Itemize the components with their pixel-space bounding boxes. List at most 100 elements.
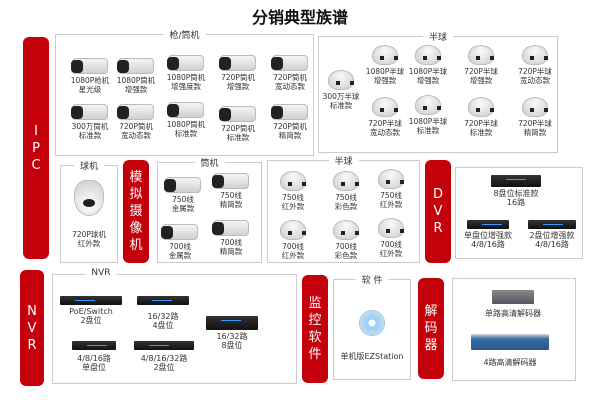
category-label: 软 xyxy=(308,330,322,345)
category-label: 监 xyxy=(308,296,322,311)
product-label: 1080P筒机 增强款 xyxy=(116,76,156,94)
bullet-camera-icon xyxy=(271,55,308,71)
category-label: R xyxy=(433,221,443,236)
product-item: 单盘位增强款 4/8/16路 xyxy=(453,220,523,249)
category-dvr: D V R xyxy=(425,160,451,263)
bullet-camera-icon xyxy=(219,55,256,71)
dome-camera-icon xyxy=(372,45,398,65)
dvr-device-icon xyxy=(467,220,509,229)
product-label: 16/32路 8盘位 xyxy=(216,332,248,350)
product-label: 700线 金属款 xyxy=(168,242,192,260)
category-label: 器 xyxy=(424,338,438,353)
product-label: 720P筒机 增强款 xyxy=(221,73,255,91)
product-item: 700线 彩色款 xyxy=(318,220,374,260)
category-label: 模 xyxy=(129,170,143,185)
group-software: 软 件 xyxy=(333,273,411,380)
category-label: P xyxy=(32,140,40,156)
group-label: 软 件 xyxy=(355,273,389,286)
group-label: 球机 xyxy=(73,159,105,172)
product-label: 1080P半球 增强款 xyxy=(365,67,405,85)
product-label: 4路高清解码器 xyxy=(483,358,537,367)
bullet-camera-icon xyxy=(212,220,249,236)
product-item: 720P筒机 标准款 xyxy=(210,106,266,142)
product-label: 4/8/16路 单盘位 xyxy=(77,354,111,372)
bullet-camera-icon xyxy=(167,55,204,71)
product-label: 700线 红外款 xyxy=(379,240,403,258)
group-label: 枪/筒机 xyxy=(163,28,206,41)
dome-camera-icon xyxy=(328,70,354,90)
product-item: 300万筒机 标准款 xyxy=(62,104,118,140)
product-label: 700线 彩色款 xyxy=(334,242,358,260)
bullet-camera-icon xyxy=(117,58,154,74)
product-item: 720P筒机 增强款 xyxy=(210,55,266,91)
group-label: NVR xyxy=(85,268,117,278)
dome-camera-icon xyxy=(280,220,306,240)
product-label: 720P半球 宽动态款 xyxy=(368,119,402,137)
category-software: 监 控 软 件 xyxy=(302,275,328,383)
bullet-camera-icon xyxy=(71,104,108,120)
product-item: 4路高清解码器 xyxy=(465,334,555,367)
product-label: 720P半球 精简款 xyxy=(518,119,552,137)
nvr-device-icon xyxy=(60,296,122,305)
product-item: 720P半球 标准款 xyxy=(453,97,509,137)
product-label: 750线 金属款 xyxy=(171,195,195,213)
bullet-camera-icon xyxy=(271,104,308,120)
product-label: 1080P筒机 标准款 xyxy=(166,120,206,138)
product-label: 300万半球 标准款 xyxy=(322,92,360,110)
product-item: 750线 红外款 xyxy=(265,171,321,211)
nvr-device-icon xyxy=(72,341,116,350)
bullet-camera-icon xyxy=(164,177,201,193)
product-label: 16/32路 4盘位 xyxy=(147,312,179,330)
page-title: 分销典型族谱 xyxy=(251,8,348,27)
dome-camera-icon xyxy=(522,45,548,65)
dvr-device-icon xyxy=(528,220,576,229)
product-item: 720P球机 红外款 xyxy=(61,180,117,248)
group-dvr xyxy=(455,167,583,259)
dome-camera-icon xyxy=(333,220,359,240)
category-label: C xyxy=(31,157,41,173)
product-item: 720P筒机 精简款 xyxy=(262,104,318,140)
dome-camera-icon xyxy=(468,97,494,117)
bullet-camera-icon xyxy=(71,58,108,74)
category-label: 像 xyxy=(129,221,143,236)
product-label: 300万筒机 标准款 xyxy=(71,122,109,140)
dome-camera-icon xyxy=(415,45,441,65)
group-label: 筒机 xyxy=(194,156,225,169)
product-item: 1080P枪机 星光级 xyxy=(62,58,118,94)
product-item: 单机版EZStation xyxy=(335,310,409,361)
product-label: 720P半球 宽动态款 xyxy=(518,67,552,85)
product-item: 1080P筒机 标准款 xyxy=(158,102,214,138)
product-item: 16/32路 4盘位 xyxy=(128,296,198,330)
category-label: 摄 xyxy=(129,204,143,219)
ptz-camera-icon xyxy=(74,180,104,216)
category-analog: 模 拟 摄 像 机 xyxy=(123,160,149,263)
product-item: 700线 精简款 xyxy=(203,220,259,256)
nvr-device-icon xyxy=(137,296,189,305)
bullet-camera-icon xyxy=(212,173,249,189)
product-item: 4/8/16路 单盘位 xyxy=(59,341,129,372)
category-label: 拟 xyxy=(129,187,143,202)
category-label: N xyxy=(27,303,37,319)
decoder-device-icon xyxy=(492,290,534,304)
cd-disc-icon xyxy=(359,310,385,336)
product-item: 2盘位增强款 4/8/16路 xyxy=(517,220,587,249)
product-label: 1080P半球 增强款 xyxy=(408,67,448,85)
product-label: 700线 红外款 xyxy=(281,242,305,260)
product-item: 1080P筒机 增强度款 xyxy=(158,55,214,91)
product-label: 720P筒机 宽动态款 xyxy=(273,73,307,91)
product-item: 720P半球 精简款 xyxy=(507,97,563,137)
bullet-camera-icon xyxy=(117,104,154,120)
product-label: PoE/Switch 2盘位 xyxy=(69,307,113,325)
product-item: 750线 金属款 xyxy=(155,177,211,213)
category-decoder: 解 码 器 xyxy=(418,278,444,379)
product-item: 750线 红外款 xyxy=(363,169,419,209)
category-label: V xyxy=(27,320,37,336)
product-label: 单机版EZStation xyxy=(340,352,404,361)
category-label: 件 xyxy=(308,347,322,362)
product-label: 单盘位增强款 4/8/16路 xyxy=(464,231,512,249)
product-item: 1080P筒机 增强款 xyxy=(108,58,164,94)
category-label: 控 xyxy=(308,313,322,328)
group-label: 半球 xyxy=(328,154,359,167)
dome-camera-icon xyxy=(372,97,398,117)
dvr-device-icon xyxy=(491,175,541,187)
